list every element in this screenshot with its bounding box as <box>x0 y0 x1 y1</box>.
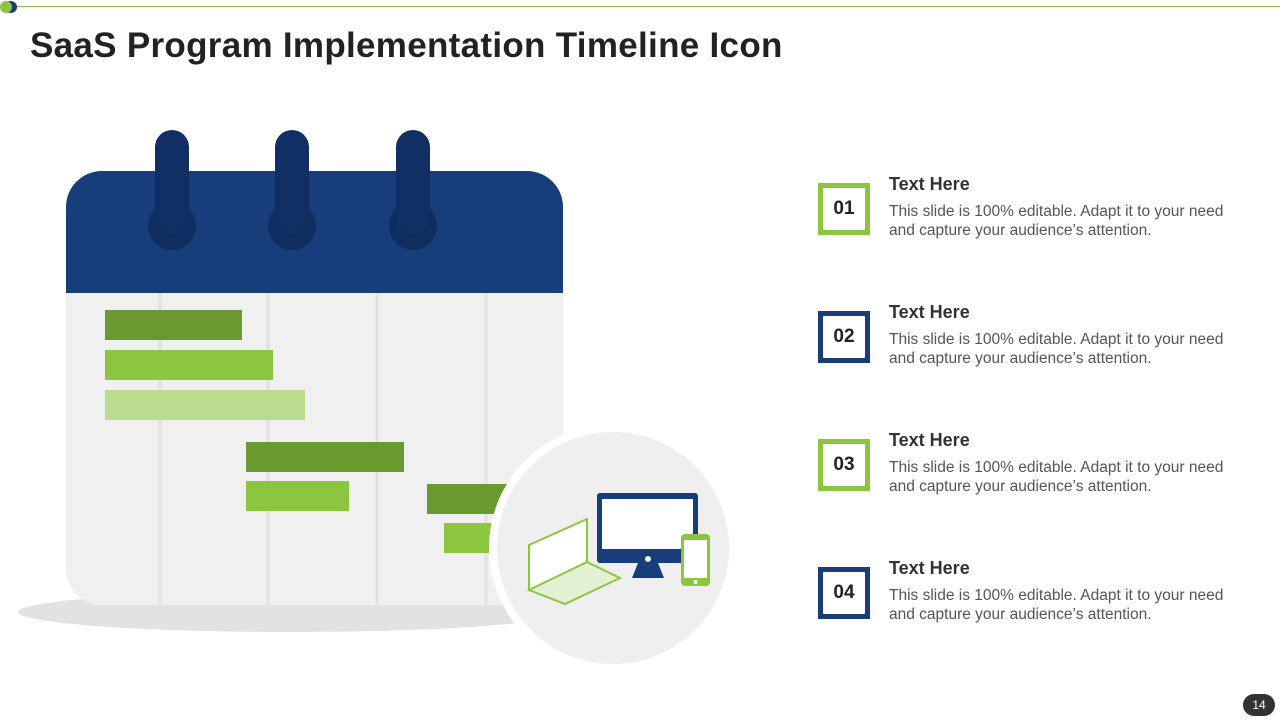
laptop-icon <box>526 517 623 606</box>
item-title: Text Here <box>889 430 970 450</box>
list-item: 04 Text Here This slide is 100% editable… <box>818 558 1258 647</box>
item-title: Text Here <box>889 558 970 578</box>
gantt-bar <box>105 310 242 340</box>
number-badge: 04 <box>818 567 870 619</box>
number-badge: 03 <box>818 439 870 491</box>
gantt-bar <box>105 350 273 380</box>
list-item: 01 Text Here This slide is 100% editable… <box>818 174 1258 263</box>
gantt-bar <box>246 481 349 511</box>
item-title: Text Here <box>889 302 970 322</box>
gantt-bars <box>105 310 527 553</box>
item-description: This slide is 100% editable. Adapt it to… <box>889 331 1224 367</box>
decor-dot-green <box>0 1 12 13</box>
top-rule <box>10 6 1280 7</box>
calendar-rings <box>148 130 437 250</box>
gantt-bar <box>246 442 404 472</box>
item-description: This slide is 100% editable. Adapt it to… <box>889 203 1224 239</box>
item-description: This slide is 100% editable. Adapt it to… <box>889 459 1224 495</box>
monitor-icon <box>597 493 698 578</box>
page-number-badge: 14 <box>1243 694 1275 716</box>
list-item: 02 Text Here This slide is 100% editable… <box>818 302 1258 391</box>
list-item: 03 Text Here This slide is 100% editable… <box>818 430 1258 519</box>
item-title: Text Here <box>889 174 970 194</box>
phone-icon <box>681 534 710 586</box>
number-badge: 02 <box>818 311 870 363</box>
number-badge: 01 <box>818 183 870 235</box>
item-description: This slide is 100% editable. Adapt it to… <box>889 587 1224 623</box>
calendar-timeline-illustration <box>18 130 729 664</box>
gantt-bar <box>105 390 305 420</box>
page-title: SaaS Program Implementation Timeline Ico… <box>30 26 783 65</box>
